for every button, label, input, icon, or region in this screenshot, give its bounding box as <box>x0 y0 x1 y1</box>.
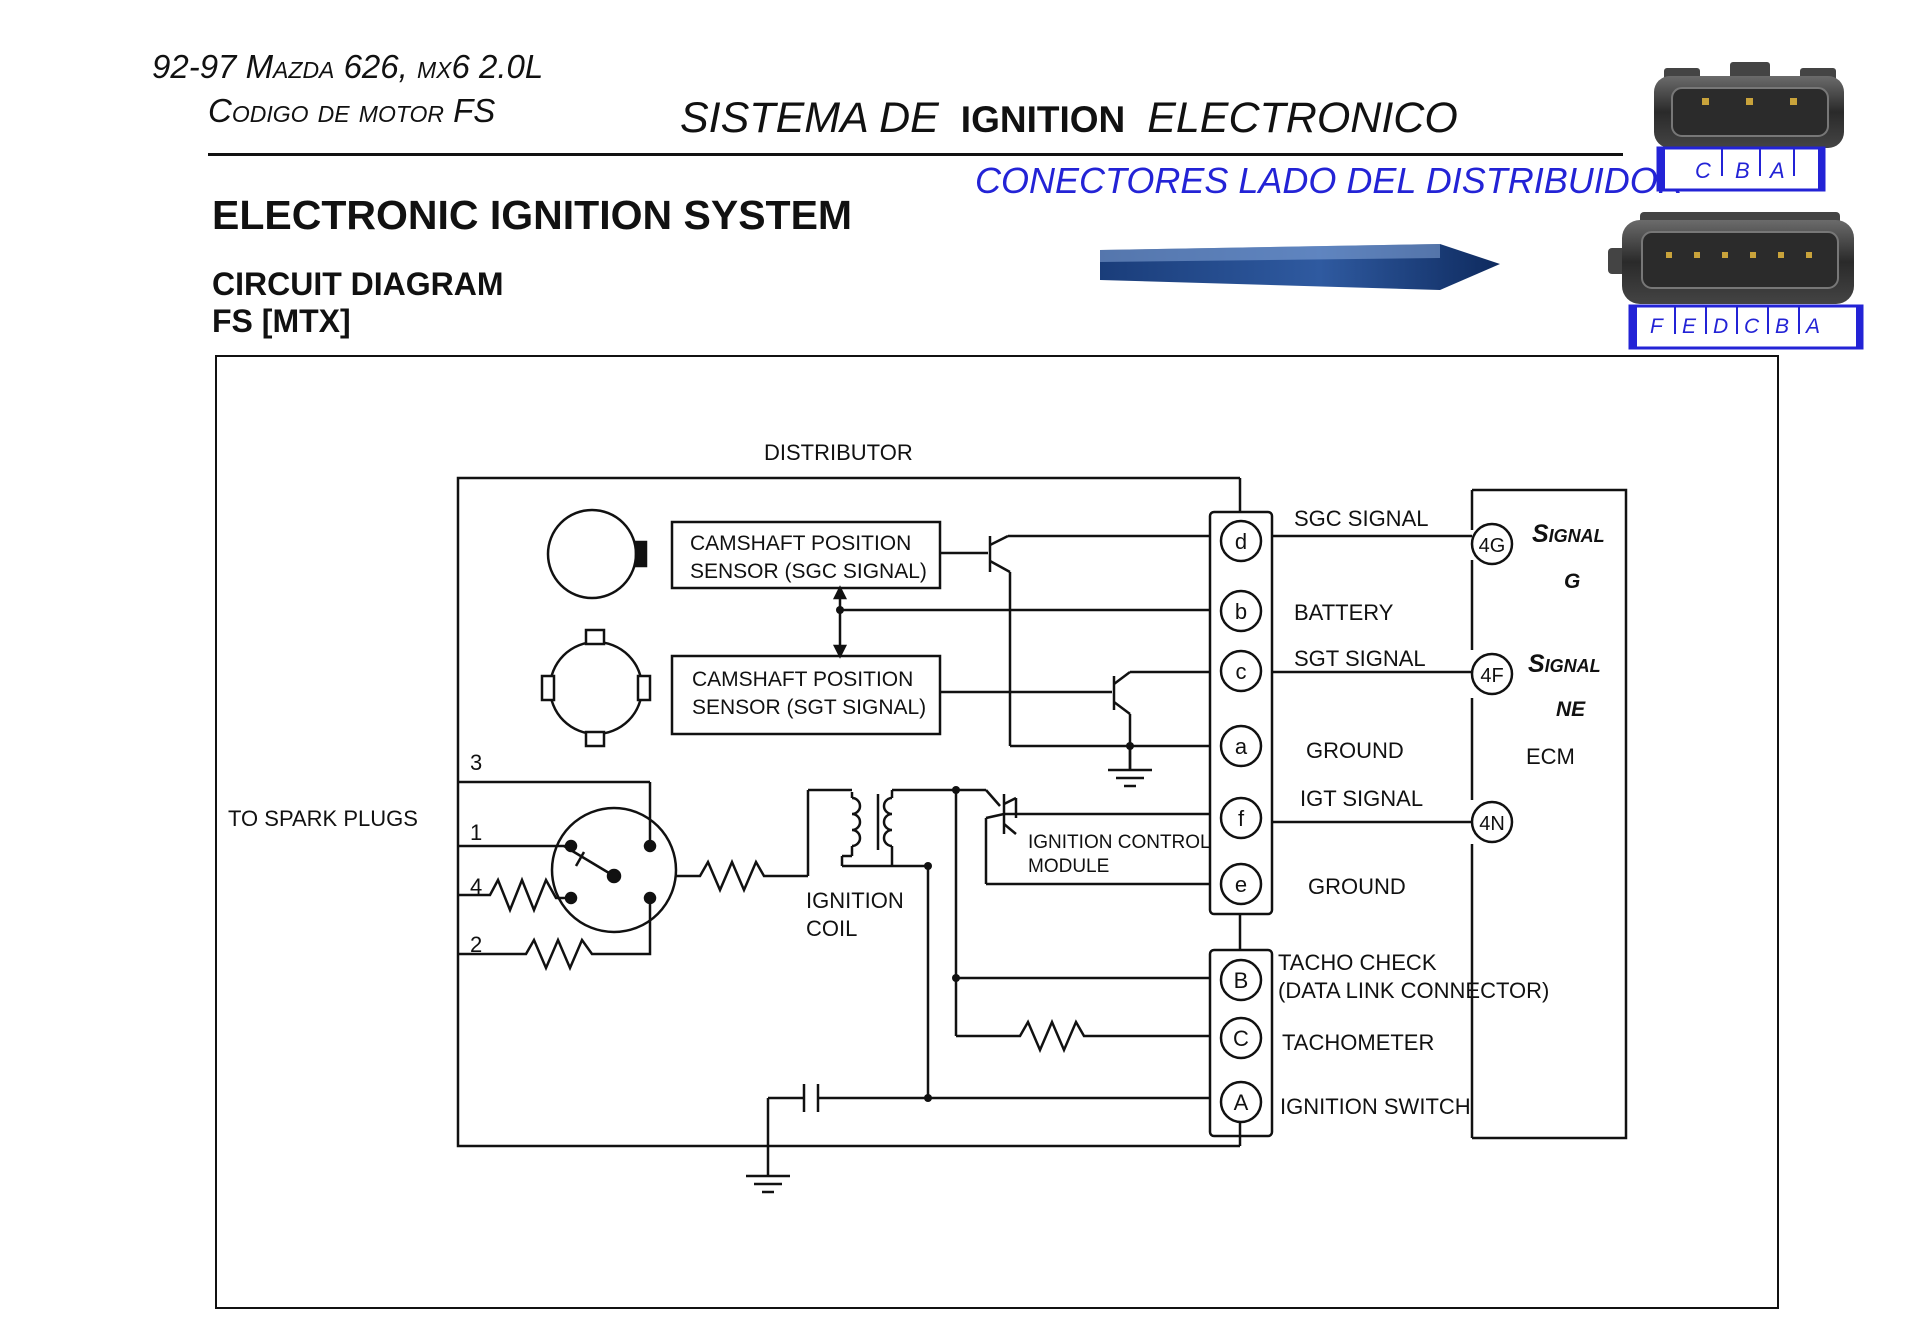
ecm-signal-ne-label-2: NE <box>1556 698 1586 721</box>
plug-number-1: 1 <box>470 820 482 845</box>
terminal-upper-b <box>1219 958 1263 1002</box>
main-title-left: SISTEMA DE <box>680 94 939 142</box>
tacho-check-label-1: TACHO CHECK <box>1278 950 1437 975</box>
distributor-rotor <box>550 806 678 934</box>
diagram-titles: CIRCUIT DIAGRAM FS [MTX] <box>212 266 504 340</box>
ecm-pin-4n-label: 4N <box>1479 813 1505 835</box>
terminal-f <box>1219 796 1263 840</box>
ecm-signal-ne-label-1: Signal <box>1528 650 1601 678</box>
connector-3pin-pin-a: A <box>1768 158 1785 183</box>
engine-code-line: Codigo de motor FS <box>208 92 496 129</box>
plug-number-3: 3 <box>470 750 482 775</box>
terminal-upper-a <box>1219 1080 1263 1124</box>
connector-6pin-pin-a: A <box>1804 315 1820 338</box>
diagram-frame <box>215 355 1779 1309</box>
distributor-label: DISTRIBUTOR <box>764 440 913 465</box>
tacho-check-label-2: (DATA LINK CONNECTOR) <box>1278 978 1549 1003</box>
terminal-b-label: b <box>1235 599 1247 624</box>
terminal-e <box>1219 862 1263 906</box>
sgt-sensor-wheel <box>548 640 644 736</box>
to-spark-plugs-label: TO SPARK PLUGS <box>228 806 418 831</box>
terminal-b <box>1219 589 1263 633</box>
vehicle-model-line: 92-97 Mazda 626, mx6 2.0L <box>152 48 544 85</box>
main-title-right: ELECTRONICO <box>1147 94 1458 142</box>
icm-label-1: IGNITION CONTROL <box>1028 832 1211 853</box>
terminal-upper-b-label: B <box>1234 968 1249 993</box>
connector-3pin-labels: C B A <box>1656 146 1826 192</box>
terminal-d <box>1219 519 1263 563</box>
ecm-signal-g-label-1: Signal <box>1532 520 1605 548</box>
sgt-sensor-label-1: CAMSHAFT POSITION <box>692 668 913 691</box>
ecm-signal-g-label-2: G <box>1564 570 1580 593</box>
ecm-pin-4g <box>1470 522 1514 566</box>
terminal-upper-c-label: C <box>1233 1026 1249 1051</box>
terminal-c <box>1219 649 1263 693</box>
connector-6pin-image <box>1608 212 1854 304</box>
ecm-pin-4f-label: 4F <box>1480 665 1503 687</box>
ecm-label: ECM <box>1526 744 1575 769</box>
page-main-title: SISTEMA DE IGNITION ELECTRONICO <box>680 94 1458 143</box>
connector-6pin-pin-b: B <box>1775 315 1789 338</box>
ecm-pin-4g-label: 4G <box>1479 535 1506 557</box>
connector-3pin-image <box>1654 62 1844 148</box>
terminal-c-label: c <box>1236 659 1247 684</box>
connector-3pin-pin-c: C <box>1695 158 1711 183</box>
ecm-box <box>1472 488 1628 1140</box>
terminal-upper-c <box>1219 1016 1263 1060</box>
sgc-sensor-label-2: SENSOR (SGC SIGNAL) <box>690 560 927 583</box>
connector-6pin-pin-c: C <box>1744 315 1760 338</box>
diagram-variant: FS [MTX] <box>212 303 351 339</box>
sgc-sensor-wheel <box>546 508 638 600</box>
ignition-coil-label-1: IGNITION <box>806 888 904 913</box>
connectors-side-label: CONECTORES LADO DEL DISTRIBUIDOR <box>975 160 1684 201</box>
battery-label: BATTERY <box>1294 600 1394 625</box>
ignition-switch-label: IGNITION SWITCH <box>1280 1094 1471 1119</box>
sgt-sensor-label-2: SENSOR (SGT SIGNAL) <box>692 696 926 719</box>
terminal-upper-a-label: A <box>1234 1090 1249 1115</box>
distributor-box <box>456 476 1240 1148</box>
connector-6pin-labels: F E D C B A <box>1628 304 1864 350</box>
plug-number-4: 4 <box>470 874 482 899</box>
sgc-signal-label: SGC SIGNAL <box>1294 506 1428 531</box>
ground-label-2: GROUND <box>1308 874 1406 899</box>
terminal-f-label: f <box>1238 806 1245 831</box>
terminal-e-label: e <box>1235 872 1247 897</box>
terminal-strip-lower <box>1208 510 1274 916</box>
ecm-pin-4n <box>1470 800 1514 844</box>
main-title-mid: IGNITION <box>960 99 1126 140</box>
igt-signal-label: IGT SIGNAL <box>1300 786 1423 811</box>
connector-6pin-pin-e: E <box>1682 315 1697 338</box>
connector-3pin-pin-b: B <box>1735 158 1750 183</box>
sgt-signal-label: SGT SIGNAL <box>1294 646 1426 671</box>
header-divider <box>208 153 1623 156</box>
terminal-a <box>1219 724 1263 768</box>
terminal-d-label: d <box>1235 529 1247 554</box>
plug-number-2: 2 <box>470 932 482 957</box>
terminal-a-label: a <box>1235 734 1248 759</box>
sgc-sensor-label-1: CAMSHAFT POSITION <box>690 532 911 555</box>
diagram-title: CIRCUIT DIAGRAM <box>212 266 504 302</box>
icm-label-2: MODULE <box>1028 856 1109 877</box>
ignition-coil-symbol <box>851 794 893 850</box>
tachometer-label: TACHOMETER <box>1282 1030 1434 1055</box>
direction-arrow <box>1100 244 1500 290</box>
sgt-sensor-box <box>670 654 942 736</box>
sgc-sensor-box <box>670 520 942 590</box>
ecm-pin-4f <box>1470 652 1514 696</box>
system-title: ELECTRONIC IGNITION SYSTEM <box>212 192 853 238</box>
ground-label-1: GROUND <box>1306 738 1404 763</box>
connector-6pin-pin-f: F <box>1650 315 1664 338</box>
connector-6pin-pin-d: D <box>1713 315 1728 338</box>
ignition-coil-label-2: COIL <box>806 916 857 941</box>
